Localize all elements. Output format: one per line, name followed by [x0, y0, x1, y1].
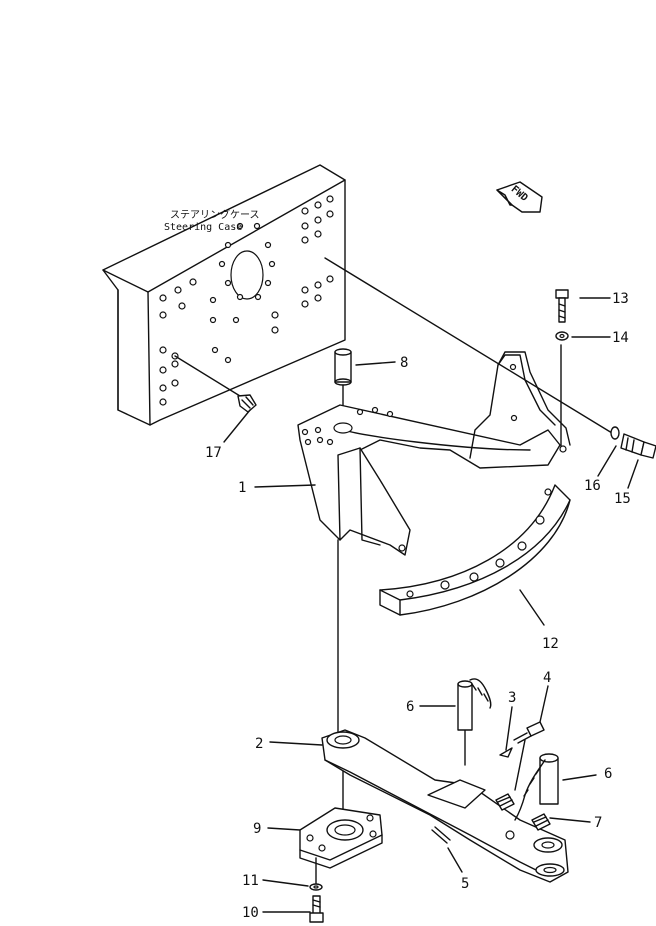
leader-lines: [223, 297, 639, 913]
grease-fitting-part-7: [495, 793, 551, 831]
pin-part-6-left: [457, 678, 492, 731]
bolt-part-15: [620, 433, 656, 459]
bolt-part-10: [309, 895, 324, 923]
callout-9: 9: [253, 821, 261, 837]
callout-16: 16: [584, 478, 601, 494]
pin-part-6-right: [514, 753, 559, 821]
link-arm-part-2: [321, 729, 569, 883]
cotter-pin-part-3: [499, 747, 513, 758]
callout-6-left: 6: [406, 699, 414, 715]
callout-14: 14: [612, 330, 629, 346]
callout-10: 10: [242, 905, 259, 921]
callout-3: 3: [508, 690, 516, 706]
callout-13: 13: [612, 291, 629, 307]
steering-case: ステアリングケース Steering Case: [102, 164, 346, 426]
cap-plate-part-9: [299, 807, 383, 869]
callout-8: 8: [400, 355, 408, 371]
callout-2: 2: [255, 736, 263, 752]
washer-part-16: [610, 426, 620, 440]
curved-rail-part-12: [379, 484, 571, 616]
washer-part-11: [309, 883, 323, 891]
bushing-part-8: [334, 348, 352, 386]
case-bolt-holes: [159, 195, 334, 406]
washer-part-14: [555, 331, 569, 341]
bracket-part-1: [297, 351, 571, 556]
callout-5: 5: [461, 876, 469, 892]
bolt-part-4: [513, 721, 545, 744]
callout-17: 17: [205, 445, 222, 461]
callout-12: 12: [542, 636, 559, 652]
bolt-part-13: [555, 289, 569, 323]
callout-4: 4: [543, 670, 551, 686]
pin-part-5: [431, 826, 451, 844]
steering-case-label-jp: ステアリングケース: [170, 208, 260, 221]
steering-case-label-en: Steering Case: [164, 222, 242, 233]
callout-6-right: 6: [604, 766, 612, 782]
callout-11: 11: [242, 873, 259, 889]
callout-15: 15: [614, 491, 631, 507]
callout-labels: 13 14 8 1 17 16 15 12 6 3 4 6 2 7 9 5 11…: [205, 291, 631, 921]
callout-7: 7: [594, 815, 602, 831]
plug-part-17: [237, 394, 257, 413]
fwd-arrow-icon: FWD: [496, 181, 543, 213]
callout-1: 1: [238, 480, 246, 496]
